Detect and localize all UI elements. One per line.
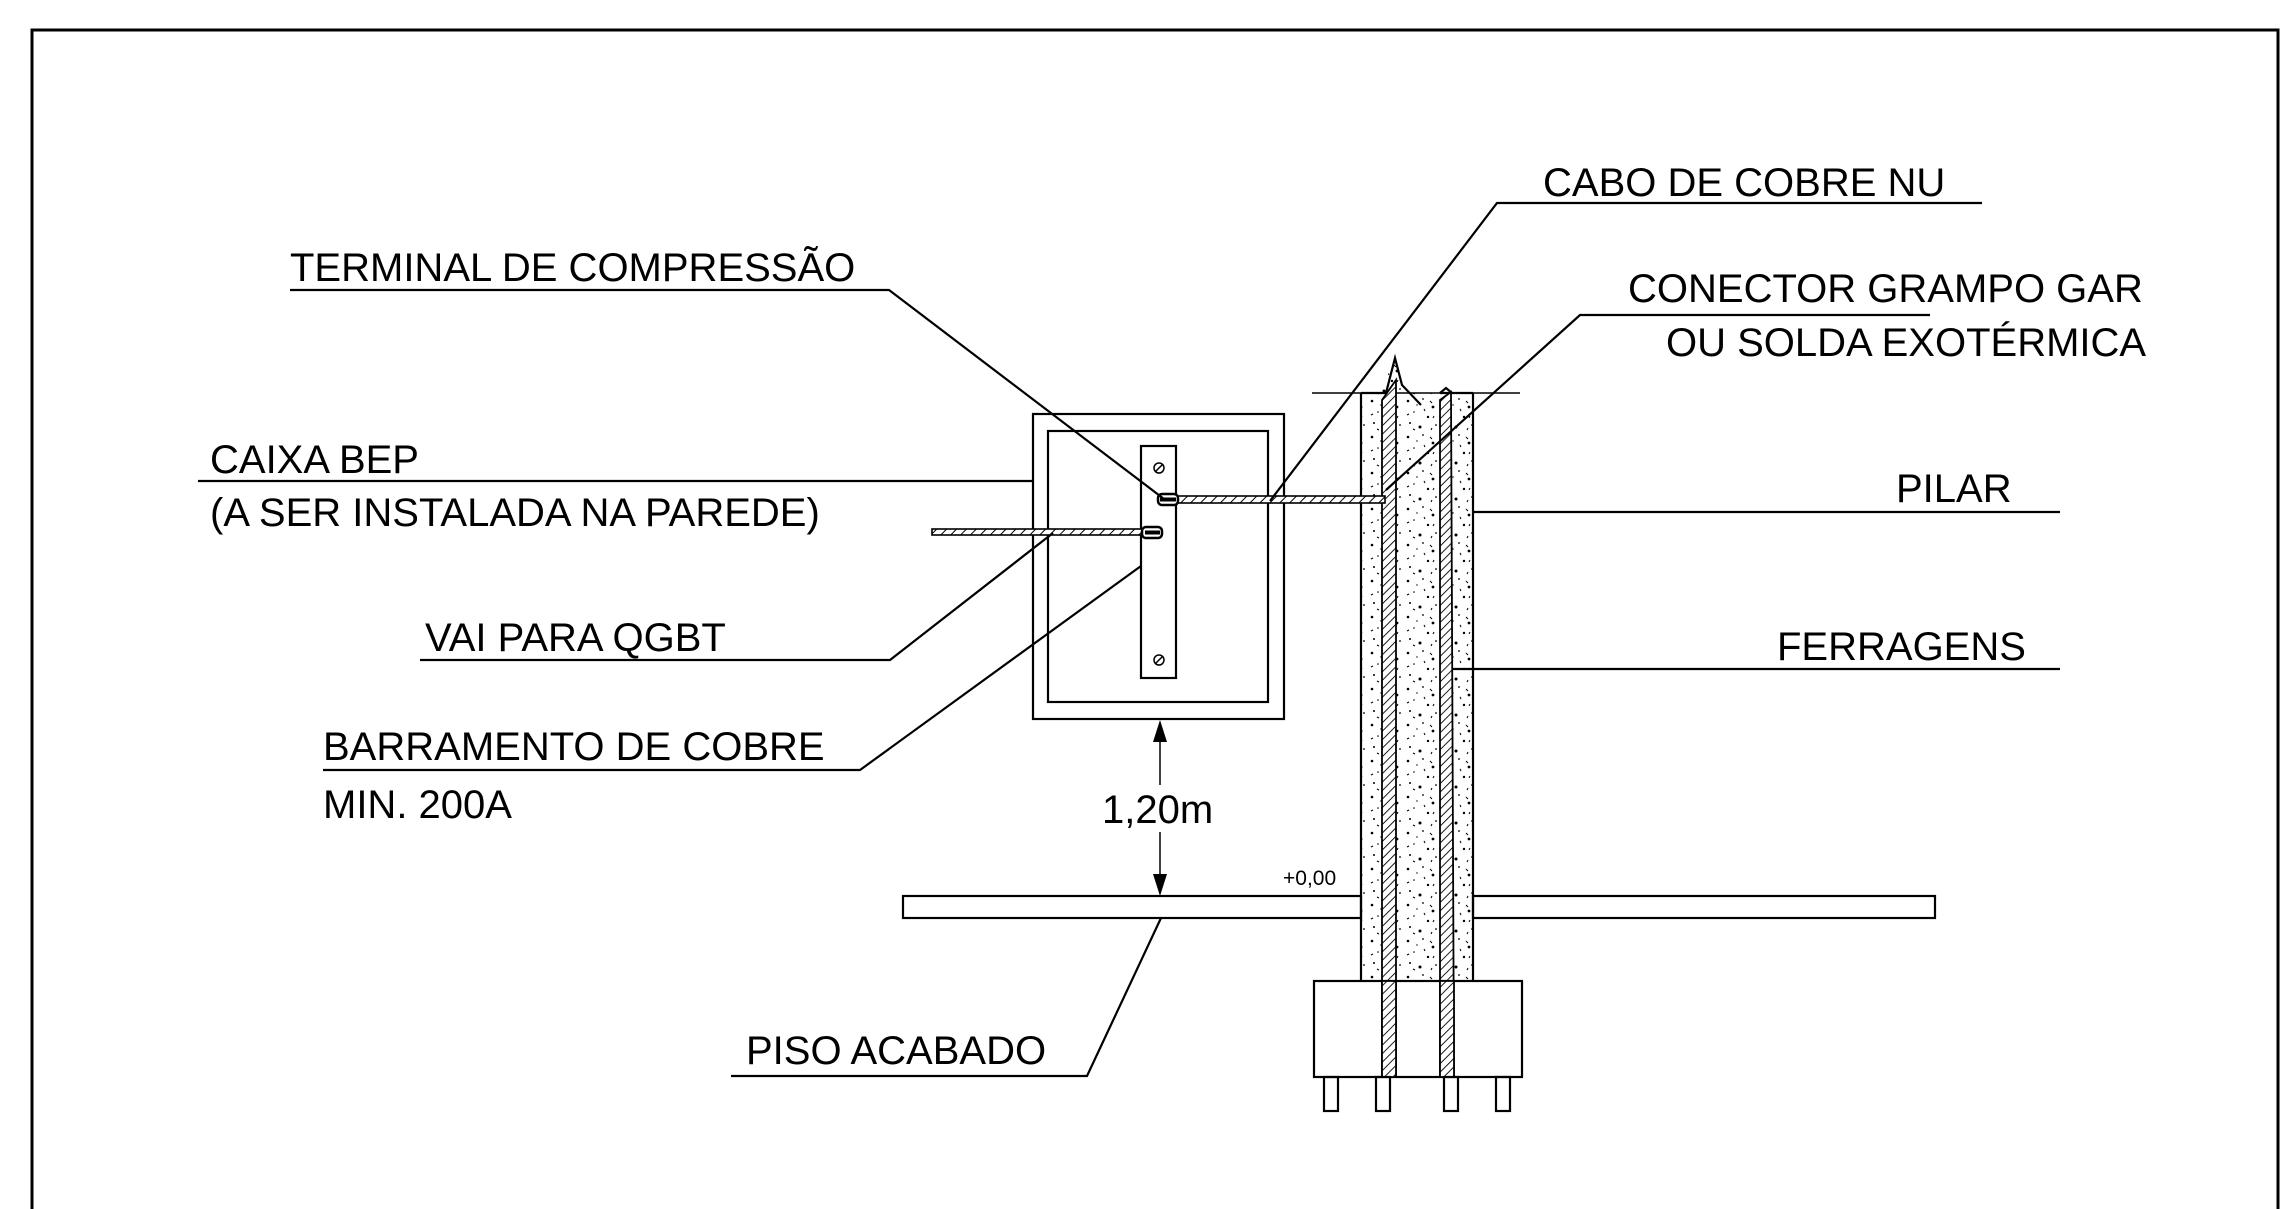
label-pilar: PILAR: [1896, 467, 2012, 511]
level-label: +0,00: [1283, 867, 1336, 890]
label-terminal-compressao: TERMINAL DE COMPRESSÃO: [290, 245, 855, 290]
label-cabo-cobre-nu: CABO DE COBRE NU: [1543, 161, 1945, 205]
copper-busbar: [1139, 444, 1178, 680]
finished-floor: [901, 894, 1937, 920]
label-vai-para-qgbt: VAI PARA QGBT: [425, 616, 726, 660]
cable-to-qgbt: [931, 525, 1164, 540]
copper-cable-to-column: [1156, 492, 1386, 507]
screw-icon: [1153, 462, 1165, 474]
label-ferragens: FERRAGENS: [1777, 625, 2026, 669]
height-label: 1,20m: [1102, 788, 1213, 832]
bep-box: [1031, 412, 1286, 721]
label-barramento: BARRAMENTO DE COBRE: [323, 725, 825, 769]
label-solda-exotermica: OU SOLDA EXOTÉRMICA: [1666, 320, 2146, 365]
label-caixa-bep-note: (A SER INSTALADA NA PAREDE): [210, 491, 820, 535]
label-barramento-min: MIN. 200A: [323, 783, 512, 827]
label-conector-grampo: CONECTOR GRAMPO GAR: [1628, 267, 2143, 311]
label-piso-acabado: PISO ACABADO: [746, 1029, 1046, 1073]
height-dimension: [1153, 720, 1167, 896]
screw-icon: [1153, 654, 1165, 666]
label-caixa-bep: CAIXA BEP: [210, 438, 419, 482]
leader-lines: [198, 201, 2060, 1078]
sheet-border: [30, 28, 2280, 1209]
footing: [1312, 979, 1524, 1113]
